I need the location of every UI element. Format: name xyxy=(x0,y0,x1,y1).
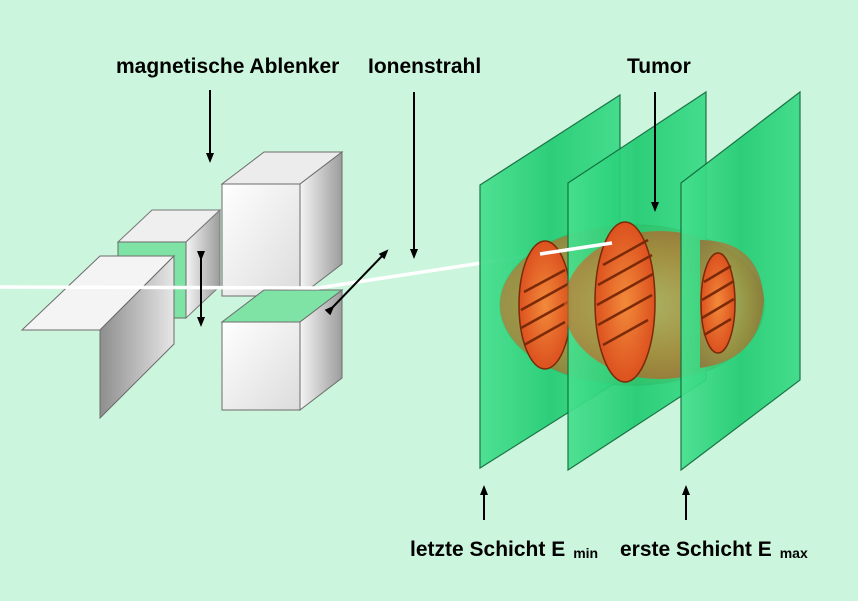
deflector-label: magnetische Ablenker xyxy=(116,55,339,78)
magnetic-deflectors xyxy=(20,150,344,420)
first-layer-subscript: max xyxy=(780,545,808,561)
beam-label: Ionenstrahl xyxy=(368,55,481,78)
slice-2-scan-lines xyxy=(596,238,654,347)
magnet-top xyxy=(220,150,344,298)
tumor-label: Tumor xyxy=(627,55,691,78)
tumor-layers-group xyxy=(479,90,801,472)
last-layer-label: letzte Schicht E min xyxy=(410,538,598,561)
slice-3-scan-lines xyxy=(701,264,735,337)
ion-beam-tip xyxy=(539,241,613,256)
slice-1-scan-lines xyxy=(520,268,569,347)
magnet-bottom xyxy=(220,288,344,412)
first-layer-label: erste Schicht E max xyxy=(620,538,808,561)
diagonal-deflection-arrow xyxy=(324,249,389,316)
magnet-front-left xyxy=(20,254,176,420)
last-layer-subscript: min xyxy=(573,545,598,561)
